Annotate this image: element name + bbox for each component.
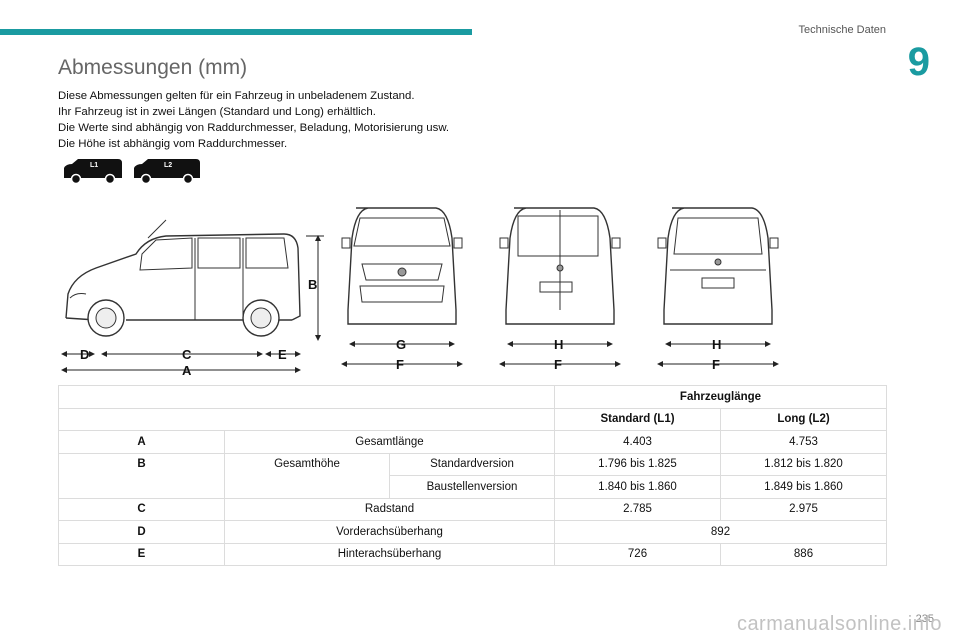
row-code: C — [58, 497, 225, 521]
row-both: 892 — [554, 520, 887, 544]
row-long: 1.849 bis 1.860 — [720, 475, 887, 499]
row-long: 4.753 — [720, 430, 887, 454]
row-standard: 4.403 — [554, 430, 721, 454]
chapter-number: 9 — [907, 40, 930, 84]
row-code: B — [58, 452, 225, 499]
dimensions-table: Fahrzeuglänge Standard (L1) Long (L2) A … — [58, 385, 887, 566]
col-long-header: Long (L2) — [720, 407, 887, 431]
watermark: carmanualsonline.info — [736, 613, 942, 635]
row-label: Vorderachsüberhang — [224, 520, 555, 544]
intro-line: Die Werte sind abhängig von Raddurchmess… — [58, 122, 450, 134]
row-standard: 726 — [554, 542, 721, 566]
row-label: Gesamthöhe — [224, 452, 390, 499]
row-code: A — [58, 430, 225, 454]
row-code: D — [58, 520, 225, 544]
row-standard: 1.796 bis 1.825 — [554, 452, 721, 476]
intro-text: Diese Abmessungen gelten für ein Fahrzeu… — [58, 88, 449, 152]
dim-label-g-front: G — [396, 337, 406, 352]
dim-label-f-rear2: F — [712, 357, 720, 372]
page-title: Abmessungen (mm) — [58, 56, 248, 79]
col-standard-header: Standard (L1) — [554, 407, 721, 431]
dim-label-a: A — [182, 363, 192, 378]
table-row: C Radstand 2.785 2.975 — [58, 497, 887, 521]
length-group-header: Fahrzeuglänge — [554, 385, 887, 409]
table-row: B Gesamthöhe Standardversion 1.796 bis 1… — [58, 452, 887, 499]
page-number: 235 — [915, 613, 934, 625]
dim-label-h-rear2: H — [712, 337, 721, 352]
table-header-row: Standard (L1) Long (L2) — [58, 407, 887, 431]
dim-label-e: E — [278, 347, 287, 362]
row-long: 2.975 — [720, 497, 887, 521]
dim-label-d: D — [80, 347, 89, 362]
long-van-badge: L2 — [164, 162, 172, 169]
table-row: E Hinterachsüberhang 726 886 — [58, 542, 887, 566]
dim-label-h-rear1: H — [554, 337, 563, 352]
side-view-drawing — [65, 219, 301, 337]
row-label: Radstand — [224, 497, 555, 521]
section-title: Technische Daten — [798, 24, 886, 36]
short-van-badge: L1 — [90, 162, 98, 169]
van-length-icons: L1 L2 — [64, 159, 200, 185]
dim-label-b: B — [308, 277, 317, 292]
row-standard: 2.785 — [554, 497, 721, 521]
row-label: Hinterachsüberhang — [224, 542, 555, 566]
row-code: E — [58, 542, 225, 566]
dim-label-c: C — [182, 347, 192, 362]
row-label: Gesamtlänge — [224, 430, 555, 454]
row-standard: 1.840 bis 1.860 — [554, 475, 721, 499]
row-long: 1.812 bis 1.820 — [720, 452, 887, 476]
table-row: D Vorderachsüberhang 892 — [58, 520, 887, 544]
front-view-drawing — [341, 207, 463, 325]
intro-line: Ihr Fahrzeug ist in zwei Längen (Standar… — [58, 106, 376, 118]
intro-line: Die Höhe ist abhängig vom Raddurchmesser… — [58, 138, 288, 150]
row-sub-label: Baustellenversion — [389, 475, 555, 499]
long-van-icon: L2 — [134, 159, 200, 185]
rear-view-barn-doors-drawing — [499, 207, 621, 325]
dim-label-f-rear1: F — [554, 357, 562, 372]
table-header-row: Fahrzeuglänge — [58, 385, 887, 409]
table-row: A Gesamtlänge 4.403 4.753 — [58, 430, 887, 454]
header-accent-bar — [0, 29, 472, 35]
dimension-drawings: B D C E A G F H F — [61, 207, 779, 378]
rear-view-tailgate-drawing — [657, 207, 779, 325]
intro-line: Diese Abmessungen gelten für ein Fahrzeu… — [58, 90, 415, 102]
row-sub-label: Standardversion — [389, 452, 555, 476]
short-van-icon: L1 — [64, 159, 122, 185]
row-long: 886 — [720, 542, 887, 566]
dim-label-f-front: F — [396, 357, 404, 372]
